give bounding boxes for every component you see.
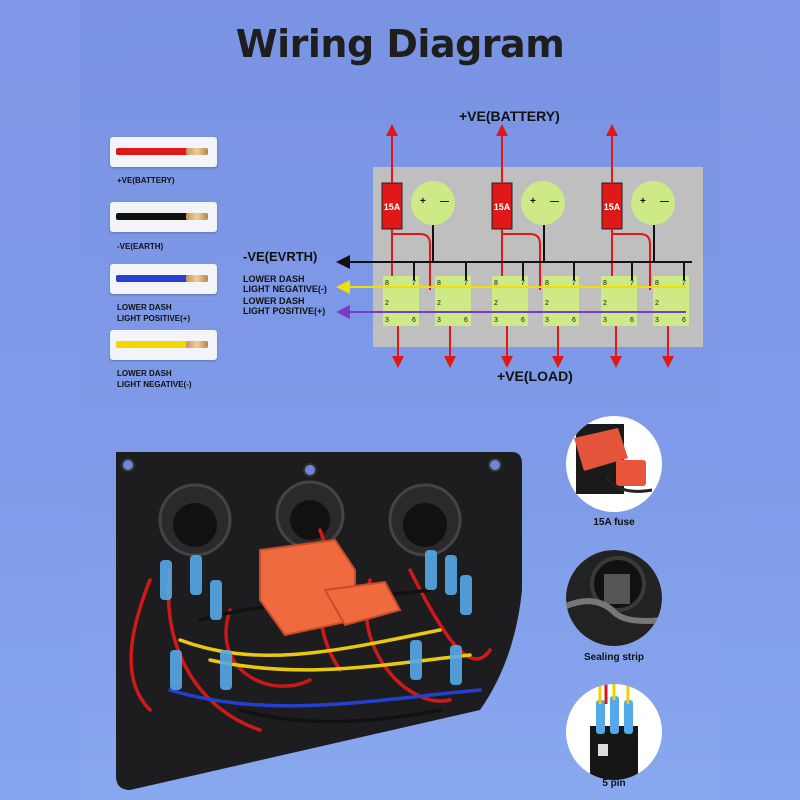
legend-swatch-earth [110, 202, 217, 232]
switch-6 [653, 276, 689, 326]
pin-label: 3 [494, 317, 498, 324]
sealing-strip-caption: Sealing strip [583, 652, 644, 663]
jumper-wire-2 [502, 233, 541, 290]
pin-label: 3 [385, 317, 389, 324]
pin-label: 7 [412, 280, 416, 287]
pin-label: 8 [437, 280, 441, 287]
switch-5 [601, 276, 637, 326]
pin-label: 2 [655, 300, 659, 307]
pin-label: 2 [603, 300, 607, 307]
fuse-label: 15A [384, 202, 401, 212]
five-pin-caption: 5 pin [602, 778, 626, 789]
pin-label: 3 [603, 317, 607, 324]
pin-label: 6 [521, 317, 525, 324]
fuse-label: 15A [494, 202, 511, 212]
legend-swatch-light-negative [110, 330, 217, 360]
load-label: +VE(LOAD) [497, 368, 573, 384]
five-pin-thumbnail [566, 684, 662, 780]
pin-label: 6 [630, 317, 634, 324]
pin-label: 8 [494, 280, 498, 287]
switch-2 [435, 276, 471, 326]
pin-label: 8 [655, 280, 659, 287]
pin-label: 2 [545, 300, 549, 307]
fuse-icon [574, 424, 653, 494]
switch-1 [383, 276, 419, 326]
legend-swatch-battery [110, 137, 217, 167]
pin-label: 6 [412, 317, 416, 324]
pin-label: 6 [464, 317, 468, 324]
pin-label: 3 [655, 317, 659, 324]
page-title: Wiring Diagram [235, 22, 565, 66]
legend-swatch-light-positive [110, 264, 217, 294]
socket-plus: + [420, 196, 426, 207]
legend-label-light-negative: LOWER DASH LIGHT NEGATIVE(-) [117, 369, 192, 389]
jumper-wire-1 [392, 233, 431, 290]
pin-label: 6 [682, 317, 686, 324]
earth-label: -VE(EVRTH) [243, 249, 318, 264]
socket-minus: — [440, 196, 449, 206]
socket-minus: — [660, 196, 669, 206]
battery-label: +VE(BATTERY) [459, 108, 560, 124]
legend-label-battery: +VE(BATTERY) [117, 176, 175, 185]
five-pin-icon [590, 684, 638, 780]
sealing-strip-thumbnail [566, 550, 662, 646]
pin-label: 8 [603, 280, 607, 287]
pin-label: 7 [630, 280, 634, 287]
pin-label: 6 [572, 317, 576, 324]
pin-label: 2 [494, 300, 498, 307]
legend-label-earth: -VE(EARTH) [117, 242, 164, 251]
socket-2 [521, 181, 565, 225]
light-positive-label: LOWER DASH LIGHT POSITIVE(+) [243, 296, 326, 316]
socket-3 [631, 181, 675, 225]
sealing-strip-icon [566, 550, 662, 646]
pin-label: 3 [437, 317, 441, 324]
socket-plus: + [530, 196, 536, 207]
jumper-wire-3 [612, 233, 651, 290]
pin-label: 8 [385, 280, 389, 287]
switch-3 [492, 276, 528, 326]
pin-label: 7 [521, 280, 525, 287]
socket-minus: — [550, 196, 559, 206]
socket-1 [411, 181, 455, 225]
pin-label: 7 [682, 280, 686, 287]
pin-label: 2 [385, 300, 389, 307]
pin-label: 2 [437, 300, 441, 307]
pin-label: 8 [545, 280, 549, 287]
fuse-label: 15A [604, 202, 621, 212]
fuse-thumbnail [566, 416, 662, 512]
socket-plus: + [640, 196, 646, 207]
pin-label: 3 [545, 317, 549, 324]
switch-4 [543, 276, 579, 326]
fuse-caption: 15A fuse [593, 517, 635, 528]
pin-label: 7 [464, 280, 468, 287]
switch-panel-photo [116, 452, 522, 790]
light-negative-label: LOWER DASH LIGHT NEGATIVE(-) [243, 274, 327, 294]
pin-label: 7 [572, 280, 576, 287]
legend-label-light-positive: LOWER DASH LIGHT POSITIVE(+) [117, 303, 191, 323]
